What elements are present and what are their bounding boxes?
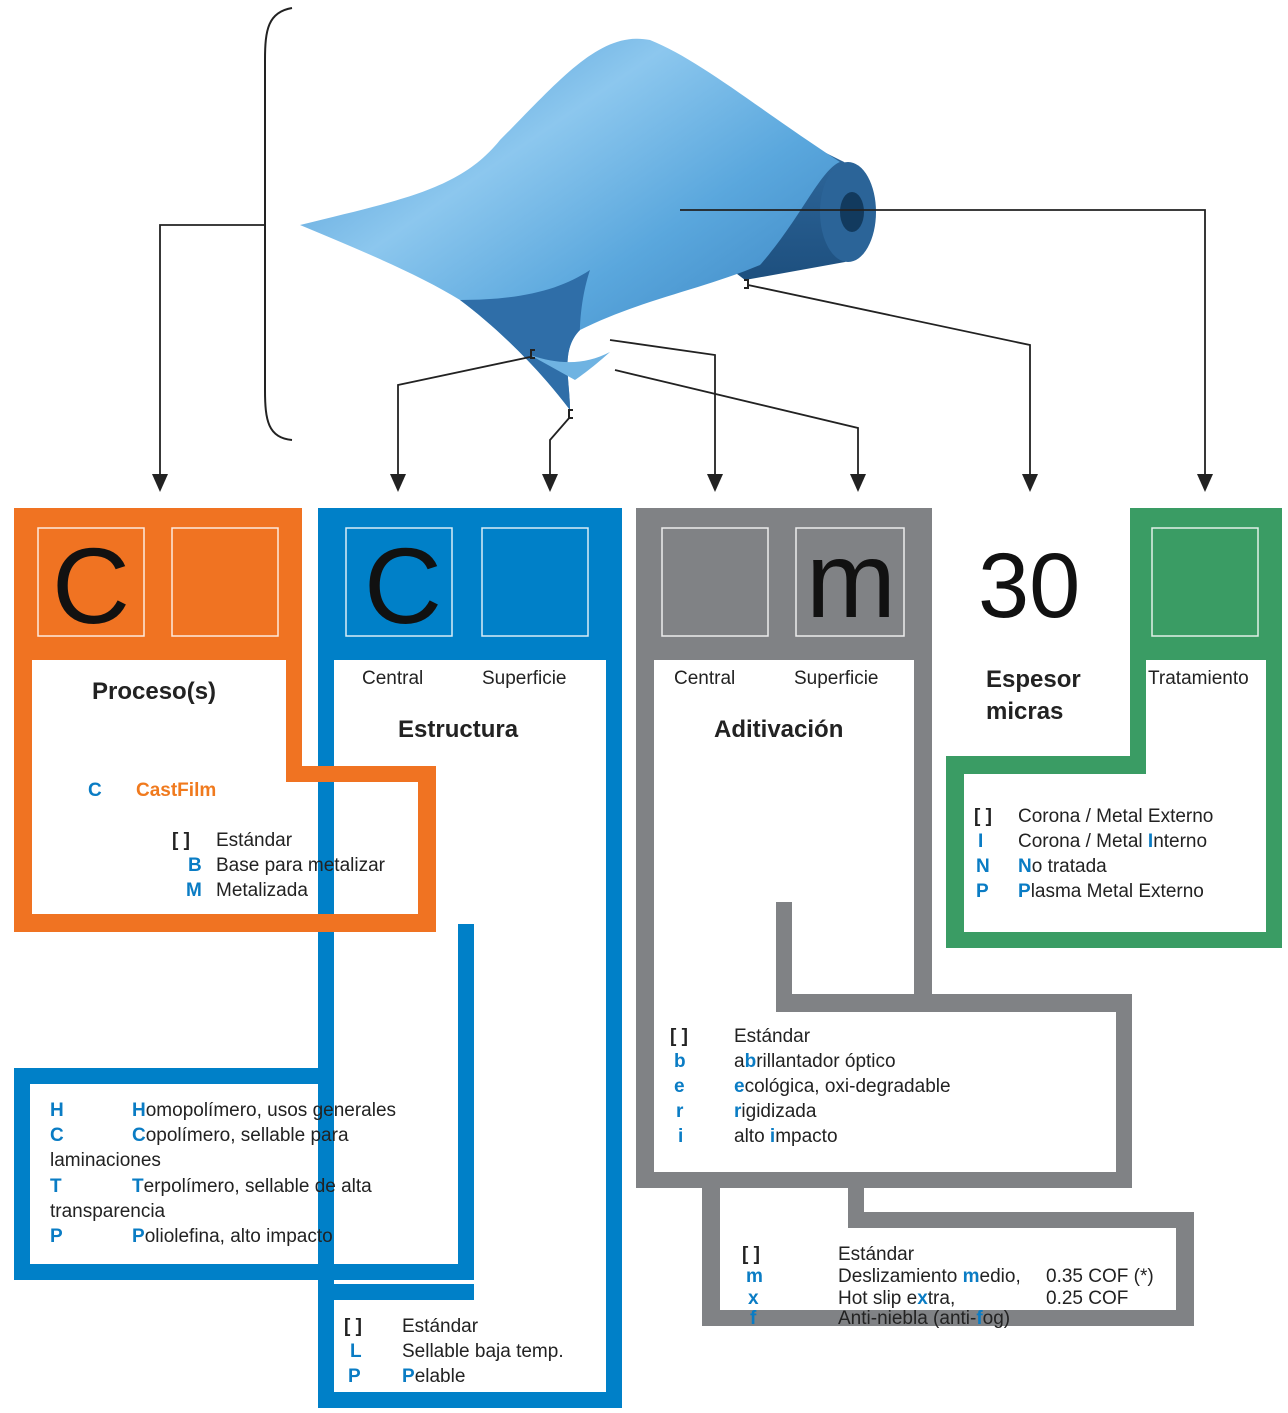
aditivacion-frame	[636, 508, 1194, 1326]
aditivacion-title: Aditivación	[714, 716, 844, 743]
option-code: [ ]	[344, 1316, 362, 1337]
option-label: Metalizada	[216, 880, 308, 901]
option-code: [ ]	[172, 830, 190, 851]
option-label: Base para metalizar	[216, 855, 385, 876]
aditivacion-code: m	[806, 519, 896, 640]
espesor-title-line2: micras	[986, 698, 1064, 725]
estructura-frame	[14, 508, 622, 1408]
option-code: I	[978, 831, 984, 852]
option-code: b	[674, 1051, 686, 1072]
option-code: N	[976, 856, 990, 877]
film-fold	[460, 270, 590, 410]
option-label: Estándar	[216, 830, 293, 851]
proceso-code: C	[52, 525, 130, 646]
option-code: B	[188, 855, 202, 876]
espesor-title-line1: Espesor	[986, 666, 1081, 693]
option-code: r	[676, 1101, 684, 1122]
tratamiento-frame	[946, 508, 1282, 948]
option-code: M	[186, 880, 202, 901]
tratamiento-options: [ ] Corona / Metal Externo I Corona / Me…	[974, 806, 1214, 902]
option-code: m	[746, 1266, 763, 1287]
estructura-title: Estructura	[398, 716, 519, 743]
film-roll-diagram	[152, 7, 1213, 492]
option-code: P	[348, 1366, 361, 1387]
option-code: [ ]	[974, 806, 992, 827]
aditivacion-surface-options: [ ] Estándar m Deslizamiento medio, 0.35…	[742, 1244, 1154, 1329]
proceso-code-label: C	[88, 780, 102, 801]
option-code: H	[50, 1100, 64, 1121]
option-code: x	[748, 1288, 759, 1309]
estructura-central-options: H Homopolímero, usos generales C Copolím…	[50, 1100, 397, 1247]
option-code: P	[976, 881, 989, 902]
option-code: C	[50, 1125, 64, 1146]
option-code: [ ]	[742, 1244, 760, 1265]
aditivacion-col-superficie: Superficie	[794, 668, 879, 689]
option-code: T	[50, 1176, 62, 1197]
roll-core	[840, 192, 864, 232]
option-code: [ ]	[670, 1026, 688, 1047]
proceso-options: [ ] Estándar B Base para metalizar M Met…	[172, 828, 412, 908]
estructura-col-superficie: Superficie	[482, 668, 567, 689]
estructura-surface-options: [ ] Estándar L Sellable baja temp. P Pel…	[344, 1316, 564, 1387]
option-code: L	[350, 1341, 362, 1362]
proceso-title: Proceso(s)	[92, 678, 217, 705]
estructura-col-central: Central	[362, 668, 424, 689]
option-code: i	[678, 1126, 684, 1147]
tratamiento-title: Tratamiento	[1148, 668, 1249, 689]
proceso-frame	[14, 508, 436, 932]
option-code: e	[674, 1076, 685, 1097]
estructura-code: C	[364, 525, 442, 646]
proceso-name: CastFilm	[136, 780, 217, 801]
option-code: P	[50, 1226, 63, 1247]
aditivacion-central-options: [ ] Estándar b abrillantador óptico e ec…	[670, 1026, 951, 1147]
espesor-value: 30	[978, 535, 1081, 637]
aditivacion-col-central: Central	[674, 668, 736, 689]
film-sheet	[300, 38, 840, 410]
option-code: f	[750, 1308, 757, 1329]
